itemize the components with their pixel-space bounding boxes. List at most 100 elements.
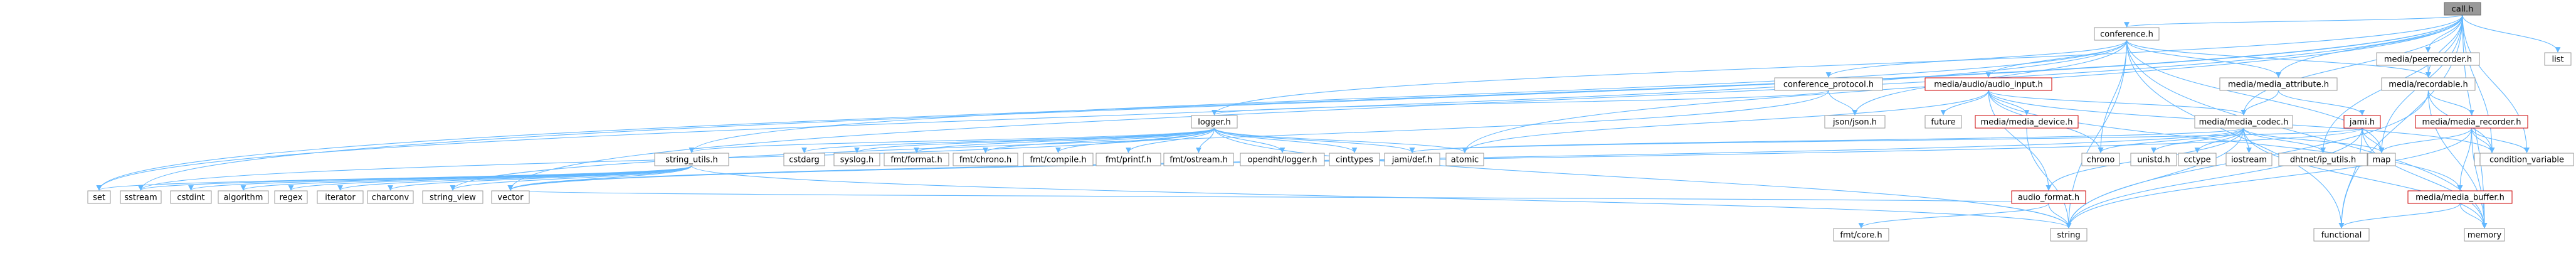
node-audio-format[interactable]: audio_format.h — [2011, 190, 2086, 204]
node-fmt-format[interactable]: fmt/format.h — [884, 153, 949, 166]
node-label: string_utils.h — [665, 156, 718, 165]
node-media-buffer[interactable]: media/media_buffer.h — [2407, 190, 2513, 204]
node-jami-def[interactable]: jami/def.h — [1384, 153, 1440, 166]
node-box — [1191, 115, 1238, 129]
edge-media_recorder-to-map — [2378, 127, 2473, 153]
node-string-view[interactable]: string_view — [422, 190, 483, 204]
edge-string_utils-to-vector — [507, 165, 692, 191]
edge-media_recorder-to-string — [2066, 127, 2473, 229]
node-string-utils[interactable]: string_utils.h — [654, 153, 729, 166]
node-media-device[interactable]: media/media_device.h — [1975, 115, 2079, 129]
edge-conference-to-media_recordable — [2126, 40, 2431, 78]
node-sstream[interactable]: sstream — [120, 190, 162, 204]
node-fmt-printf[interactable]: fmt/printf.h — [1095, 153, 1161, 166]
node-label: logger.h — [1198, 118, 1231, 127]
node-fmt-core[interactable]: fmt/core.h — [1833, 228, 1889, 242]
node-label: set — [93, 193, 105, 203]
edge-media_buffer-to-functional — [2338, 203, 2461, 229]
node-box — [2444, 2, 2481, 16]
node-label: media/media_device.h — [1981, 118, 2073, 127]
node-set[interactable]: set — [87, 190, 111, 204]
node-box — [884, 153, 949, 166]
node-jami[interactable]: jami.h — [2343, 115, 2381, 129]
node-syslog[interactable]: syslog.h — [833, 153, 880, 166]
node-charconv[interactable]: charconv — [367, 190, 414, 204]
node-box — [367, 190, 414, 204]
edge-audio_format-to-string — [2048, 203, 2072, 229]
node-string[interactable]: string — [2050, 228, 2088, 242]
node-future[interactable]: future — [1924, 115, 1962, 129]
node-cstdint[interactable]: cstdint — [170, 190, 212, 204]
edge-call-to-condition_variable — [2462, 14, 2530, 153]
edge-media_recorder-to-condition_variable — [2471, 127, 2530, 153]
node-label: conference_protocol.h — [1783, 80, 1874, 90]
node-box — [2381, 77, 2476, 91]
node-cstdarg[interactable]: cstdarg — [783, 153, 825, 166]
node-list[interactable]: list — [2544, 52, 2572, 66]
node-media-codec[interactable]: media/media_codec.h — [2194, 115, 2293, 129]
node-algorithm[interactable]: algorithm — [218, 190, 269, 204]
edge-audio_format-to-fmt_core — [1858, 203, 2049, 229]
node-label: sstream — [124, 193, 157, 203]
node-regex[interactable]: regex — [274, 190, 308, 204]
edge-conference-to-media_attribute — [2126, 40, 2281, 78]
node-conference-protocol[interactable]: conference_protocol.h — [1774, 77, 1883, 91]
node-box — [2464, 228, 2505, 242]
node-label: media/recordable.h — [2389, 80, 2468, 90]
node-fmt-compile[interactable]: fmt/compile.h — [1023, 153, 1094, 166]
node-map[interactable]: map — [2367, 153, 2396, 166]
node-chrono[interactable]: chrono — [2081, 153, 2120, 166]
node-iostream[interactable]: iostream — [2225, 153, 2272, 166]
edge-media_codec-to-chrono — [2098, 127, 2244, 153]
edge-media_recorder-to-mutex — [2471, 127, 2495, 153]
node-media-recorder[interactable]: media/media_recorder.h — [2415, 115, 2528, 129]
node-box — [1445, 153, 1484, 166]
node-box — [2343, 115, 2381, 129]
node-conference[interactable]: conference.h — [2094, 27, 2160, 41]
node-vector[interactable]: vector — [491, 190, 530, 204]
edge-media_attribute-to-jami — [2278, 90, 2365, 116]
node-label: media/media_attribute.h — [2228, 80, 2329, 90]
node-functional[interactable]: functional — [2313, 228, 2370, 242]
node-cctype[interactable]: cctype — [2178, 153, 2217, 166]
edge-conference_protocol-to-logger — [1211, 90, 1829, 116]
node-box — [120, 190, 162, 204]
node-condition-variable[interactable]: condition_variable — [2479, 153, 2574, 166]
node-call[interactable]: call.h — [2444, 2, 2481, 16]
node-memory[interactable]: memory — [2464, 228, 2505, 242]
node-iterator[interactable]: iterator — [317, 190, 364, 204]
node-json[interactable]: json/json.h — [1824, 115, 1886, 129]
edge-media_recorder-to-media_buffer — [2457, 127, 2473, 191]
node-audio-input[interactable]: media/audio/audio_input.h — [1924, 77, 2052, 91]
node-label: jami.h — [2349, 118, 2375, 127]
edge-media_codec-to-jami_def — [1410, 127, 2244, 153]
edge-logger-to-atomic — [1213, 127, 1468, 153]
node-box — [422, 190, 483, 204]
node-atomic[interactable]: atomic — [1445, 153, 1484, 166]
node-box — [274, 190, 308, 204]
node-dhtnet-ip-utils[interactable]: dhtnet/ip_utils.h — [2278, 153, 2368, 166]
node-label: audio_format.h — [2018, 193, 2079, 203]
node-fmt-ostream[interactable]: fmt/ostream.h — [1163, 153, 1234, 166]
node-logger[interactable]: logger.h — [1191, 115, 1238, 129]
edge-string_utils-to-charconv — [388, 165, 692, 191]
edge-media_peerrecorder-to-media_recordable — [2426, 65, 2431, 78]
node-fmt-chrono[interactable]: fmt/chrono.h — [953, 153, 1018, 166]
node-media-peerrecorder[interactable]: media/peerrecorder.h — [2376, 52, 2480, 66]
node-opendht-logger[interactable]: opendht/logger.h — [1240, 153, 1325, 166]
node-box — [1023, 153, 1094, 166]
edge-media_recordable-to-memory — [2427, 90, 2488, 229]
node-unistd[interactable]: unistd.h — [2130, 153, 2177, 166]
node-label: vector — [497, 193, 524, 203]
node-box — [1163, 153, 1234, 166]
node-media-recordable[interactable]: media/recordable.h — [2381, 77, 2476, 91]
node-cinttypes[interactable]: cinttypes — [1329, 153, 1380, 166]
edge-logger-to-fmt_compile — [1055, 127, 1215, 153]
edge-logger-to-cinttypes — [1213, 127, 1358, 153]
include-edges — [96, 14, 2561, 229]
edge-media_codec-to-dhtnet_ip_utils — [2243, 127, 2326, 153]
node-box — [2479, 153, 2574, 166]
node-media-attribute[interactable]: media/media_attribute.h — [2219, 77, 2338, 91]
node-label: conference.h — [2100, 30, 2153, 40]
node-label: dhtnet/ip_utils.h — [2290, 156, 2356, 165]
